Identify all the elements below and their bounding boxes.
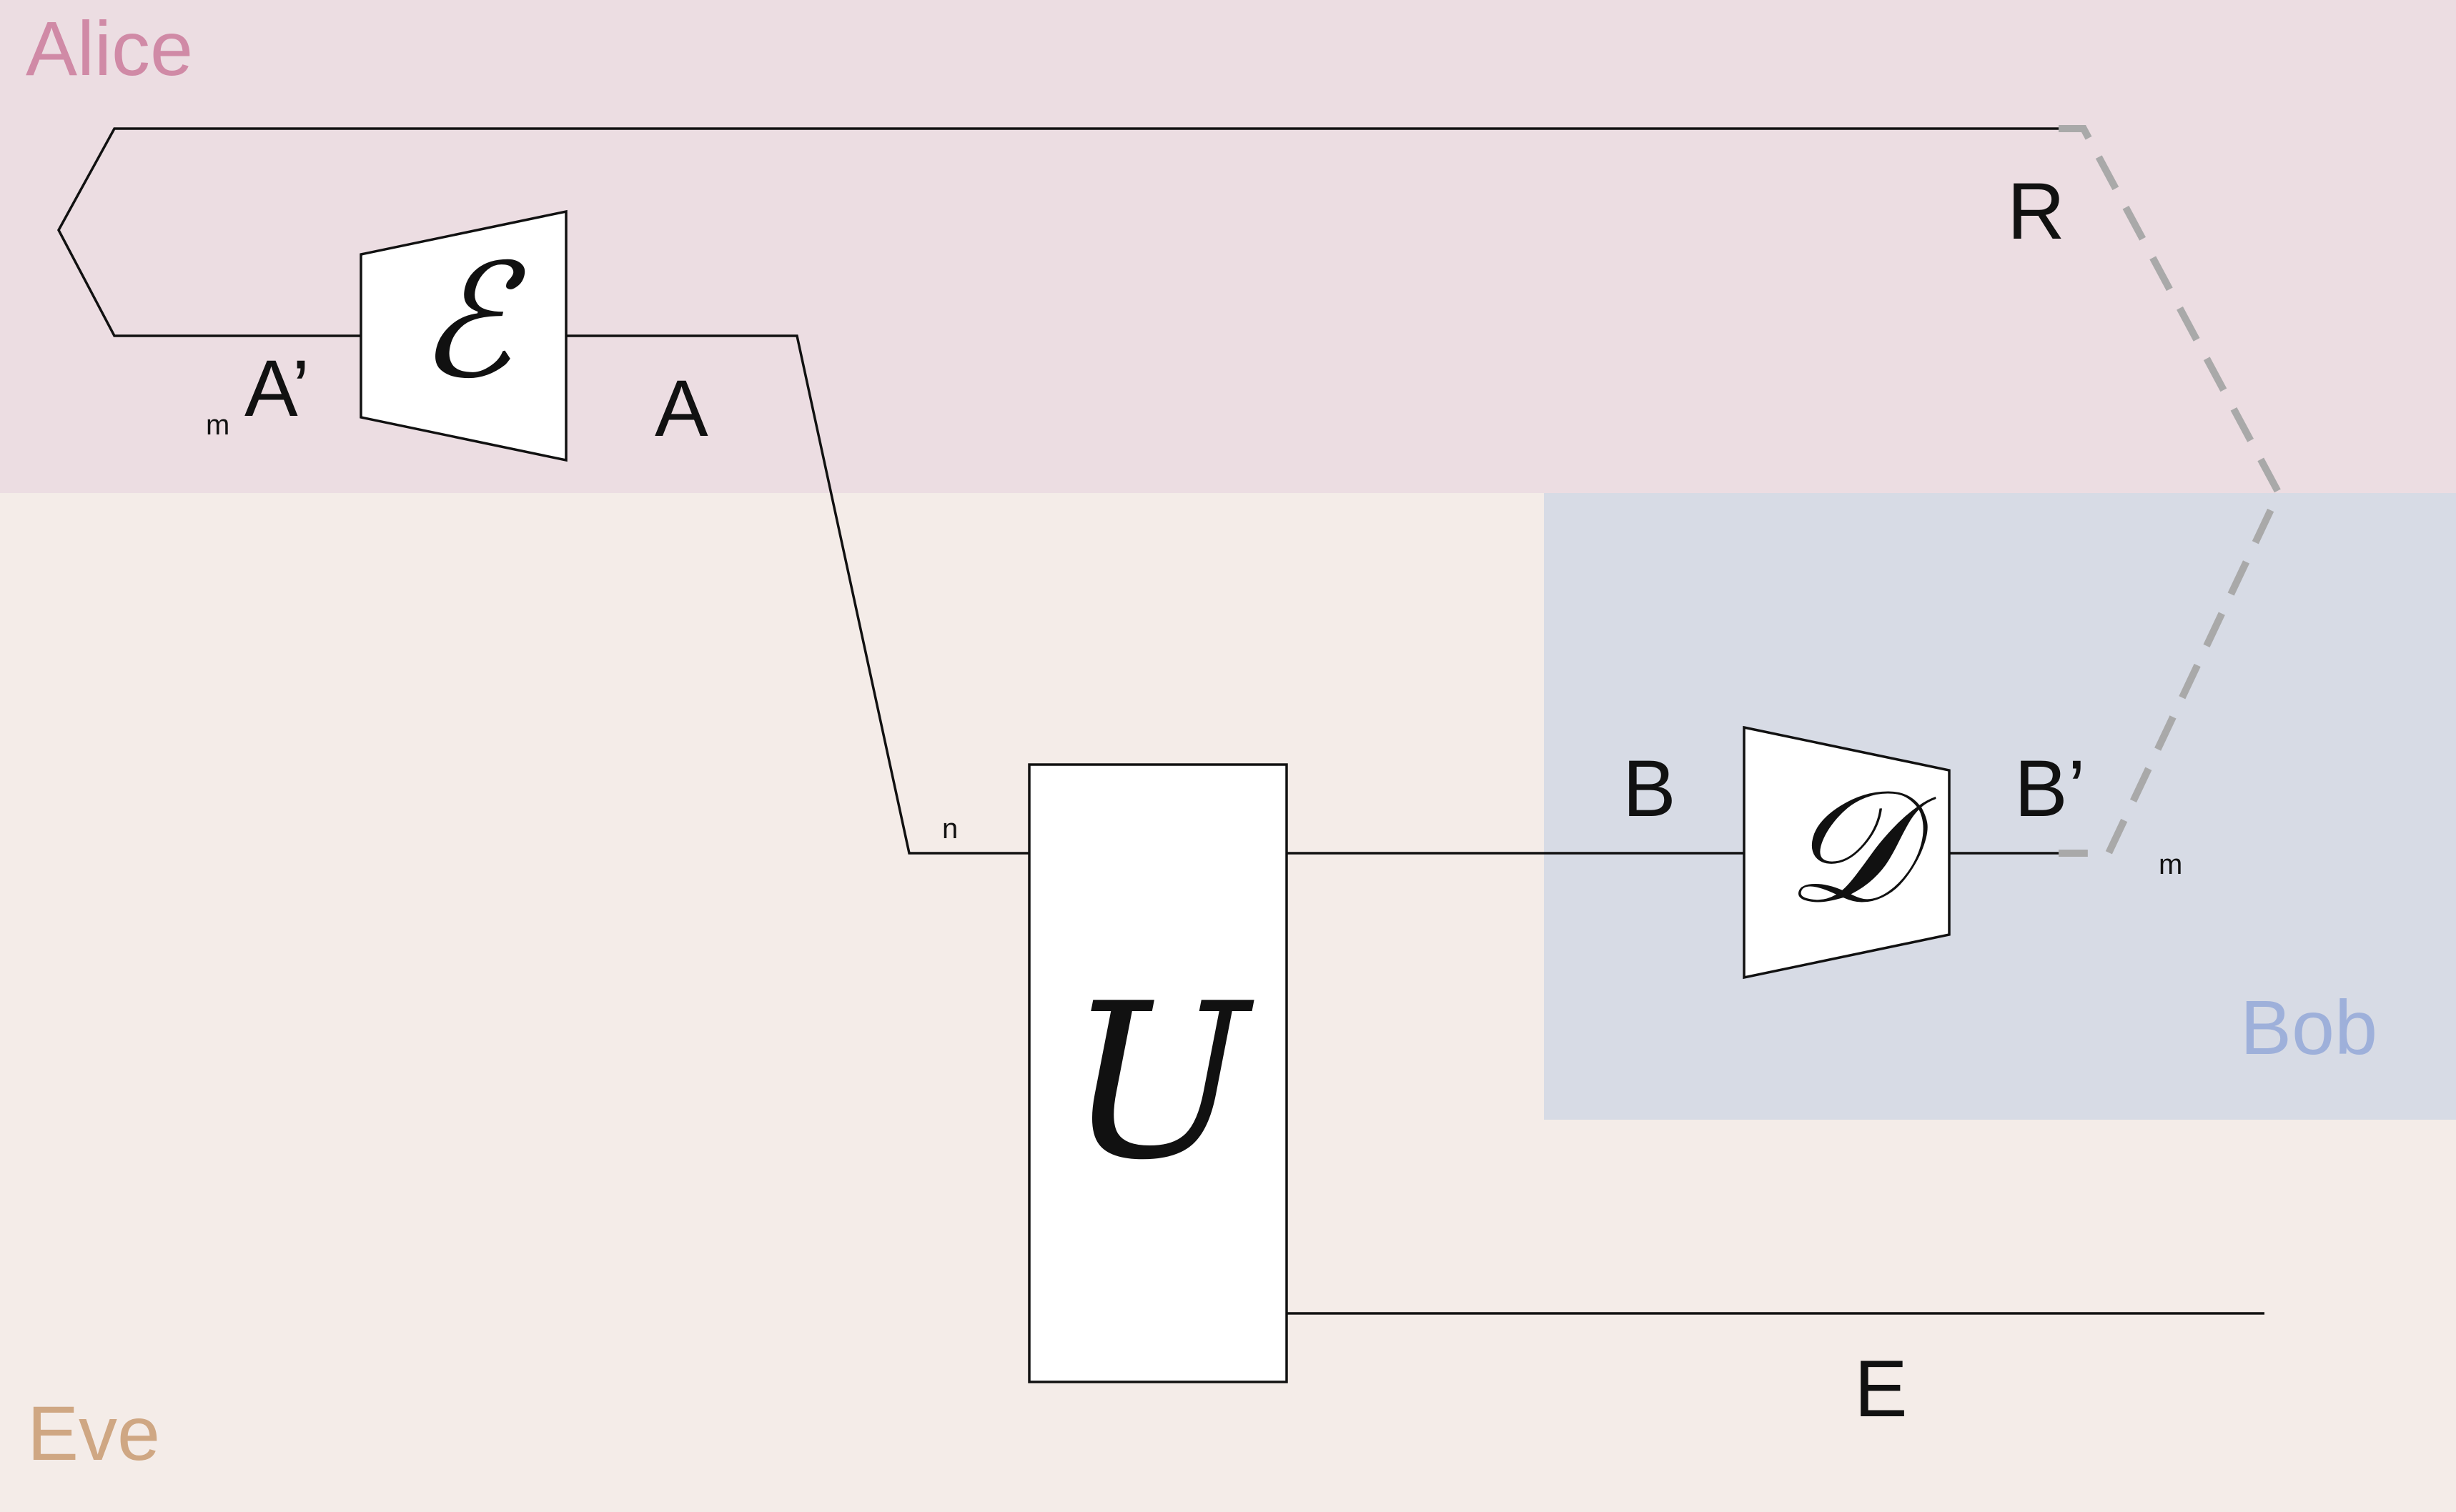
bob-label: Bob xyxy=(2240,984,2378,1070)
unitary-symbol: U xyxy=(1067,958,1249,1207)
wire-label-b-prime: B’ xyxy=(2014,744,2086,833)
alice-label: Alice xyxy=(26,5,194,91)
correlation-dashed-line xyxy=(2059,125,2283,857)
encoder-symbol: ℰ xyxy=(417,230,513,413)
wire-label-b: B xyxy=(1623,744,1676,833)
decoder-gate xyxy=(1743,725,1951,980)
wire-label-a: A xyxy=(655,364,708,453)
wire-label-r: R xyxy=(2007,166,2065,256)
dimension-label-m-output: m xyxy=(2159,849,2183,880)
eve-label: Eve xyxy=(27,1390,161,1476)
dimension-label-m-input: m xyxy=(206,409,230,441)
decoder-symbol: 𝒟 xyxy=(1785,755,1911,938)
unitary-gate xyxy=(1028,763,1288,1383)
reference-wire xyxy=(57,127,2059,337)
bob-region: Bob xyxy=(1544,493,2456,1120)
wire-label-e: E xyxy=(1854,1344,1908,1433)
encoder-gate xyxy=(360,209,568,462)
dimension-label-n: n xyxy=(942,813,959,845)
wire-label-a-prime: A’ xyxy=(244,344,310,433)
channel-input-wire-a xyxy=(566,334,1029,855)
